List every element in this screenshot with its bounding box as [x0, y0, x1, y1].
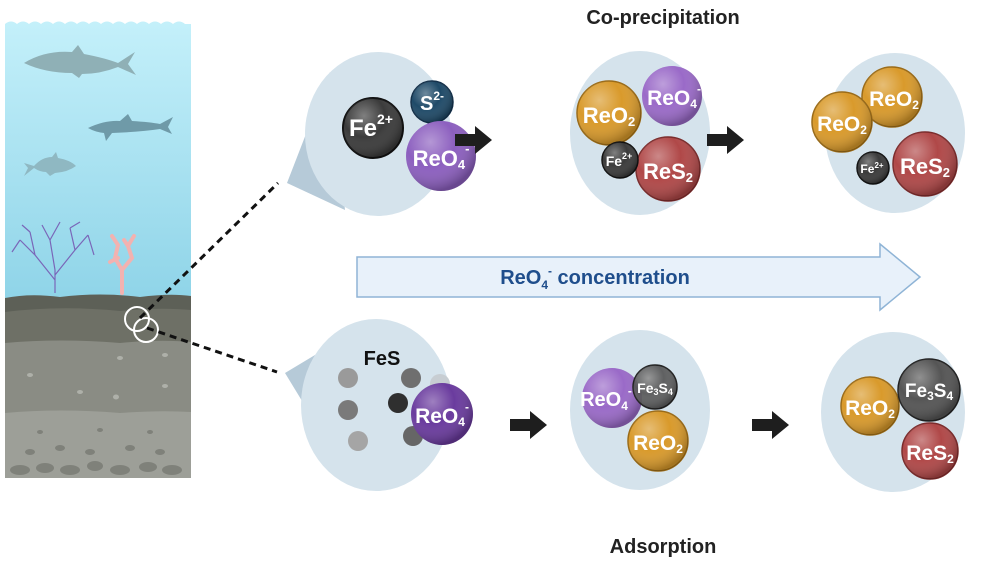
reo4-ion: [642, 66, 702, 126]
callout-line-bottom: [146, 326, 278, 374]
svg-text:ReS2: ReS2: [906, 442, 954, 467]
svg-text:ReO2: ReO2: [583, 103, 635, 129]
s2-ion: S2-: [410, 80, 454, 124]
pebbles: [10, 428, 182, 475]
svg-text:ReO4-: ReO4-: [413, 141, 470, 172]
svg-text:ReS2: ReS2: [643, 159, 693, 185]
arrow-right-icon: [707, 126, 744, 154]
svg-text:Fe2+: Fe2+: [860, 161, 883, 177]
svg-text:ReO2: ReO2: [633, 432, 683, 457]
reo4-ion-label: ReO4-: [647, 82, 701, 111]
svg-text:ReO2: ReO2: [817, 113, 867, 138]
water: [5, 21, 191, 300]
bubble: [301, 319, 451, 491]
fe2-ion: Fe2+: [601, 141, 639, 179]
reo4-ion-label: ReO4-: [580, 384, 632, 413]
fish-icon: [24, 45, 136, 78]
reo4-concentration-arrow: ReO4- concentration: [356, 242, 922, 312]
svg-text:Fe2+: Fe2+: [349, 111, 393, 142]
svg-text:ReS2: ReS2: [900, 154, 950, 180]
svg-text:S2-: S2-: [420, 89, 444, 115]
sediment-layer: [5, 410, 191, 478]
pink-coral: [108, 234, 136, 295]
fe2-ion: Fe2+: [856, 151, 890, 185]
arrow-right-icon: [455, 126, 492, 154]
res2-particle: ReS2: [892, 131, 958, 197]
concentration-label: ReO4- concentration: [500, 264, 690, 292]
co-precipitation-stage-3: ReO2 ReO2 ReS2 Fe2+: [811, 53, 965, 213]
svg-text:Fe3S4: Fe3S4: [905, 381, 954, 404]
co-precipitation-stage-2: ReO2 ReS2 Fe2+ ReO4-: [570, 51, 710, 215]
reo2-particle: ReO2: [861, 66, 923, 128]
reo2-particle: ReO2: [811, 91, 873, 153]
adsorption-stage-2: ReO2 Fe3S4 ReO4-: [570, 330, 710, 490]
svg-text:ReO2: ReO2: [845, 397, 895, 422]
reo4-ion: [582, 368, 642, 428]
res2-particle: ReS2: [635, 136, 701, 202]
svg-text:ReO2: ReO2: [869, 88, 919, 113]
reo2-particle: ReO2: [840, 376, 900, 436]
reo2-particle: ReO2: [627, 410, 689, 472]
ocean-column: [5, 21, 191, 478]
title-co-precipitation: Co-precipitation: [586, 7, 739, 29]
arrow-right-icon: [752, 411, 789, 439]
svg-text:Fe3S4: Fe3S4: [637, 380, 673, 397]
sediment-grains: [27, 353, 168, 400]
fish-icon: [24, 152, 76, 176]
arrow-right-icon: [510, 411, 547, 439]
reo2-particle: ReO2: [576, 80, 642, 146]
sea-fan-coral: [11, 221, 95, 293]
fes-label: FeS: [364, 348, 401, 370]
co-precipitation-stage-1: Fe2+ S2- ReO4-: [287, 52, 476, 216]
svg-text:ReO4-: ReO4-: [415, 400, 469, 429]
reo4-ion: ReO4-: [406, 121, 476, 191]
res2-particle: ReS2: [901, 422, 959, 480]
adsorption-stage-3: ReO2 ReS2 Fe3S4: [821, 332, 965, 492]
callout-line-top: [138, 181, 280, 320]
shark-icon: [88, 114, 173, 141]
title-adsorption: Adsorption: [610, 536, 717, 558]
reo4-ion: ReO4-: [411, 383, 473, 445]
fe3s4-particle: Fe3S4: [632, 364, 678, 410]
fe2-ion: Fe2+: [342, 97, 404, 159]
adsorption-stage-1: FeS ReO4-: [285, 319, 473, 491]
svg-text:Fe2+: Fe2+: [606, 151, 633, 169]
zoom-circle-icon: [133, 317, 159, 343]
fe3s4-particle: Fe3S4: [897, 358, 961, 422]
